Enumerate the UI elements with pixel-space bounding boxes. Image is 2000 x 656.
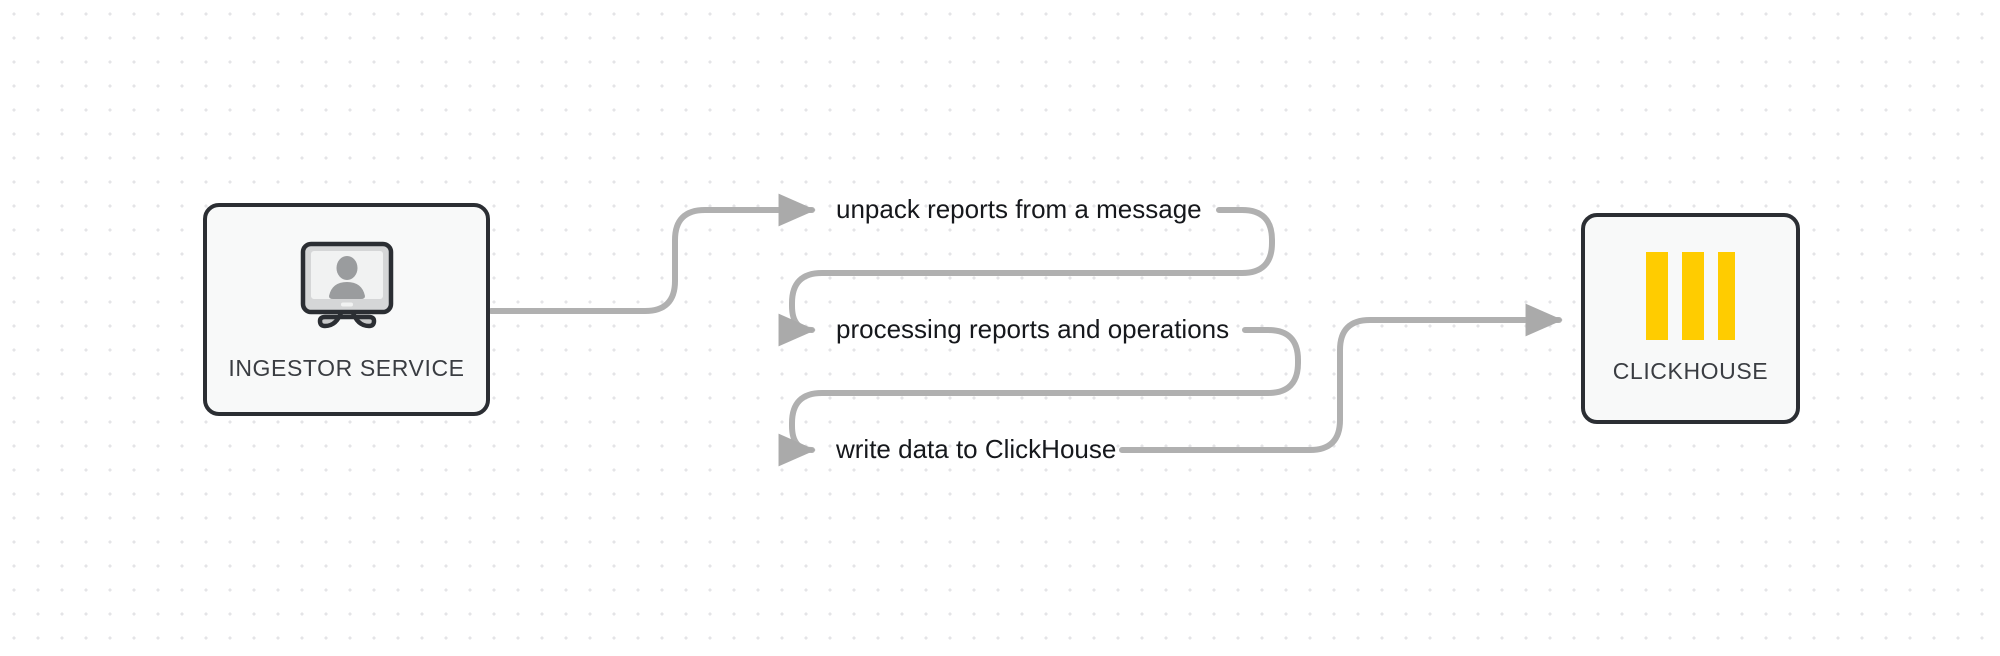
clickhouse-bar-3	[1718, 252, 1735, 340]
edge-path-1	[778, 207, 1275, 347]
edge-label-write-data: write data to ClickHouse	[836, 434, 1117, 464]
node-clickhouse-label: CLICKHOUSE	[1612, 358, 1769, 384]
clickhouse-bar-2	[1682, 252, 1704, 340]
node-clickhouse[interactable]: CLICKHOUSE	[1581, 213, 1800, 424]
node-ingestor-service[interactable]: INGESTOR SERVICE	[203, 203, 490, 416]
edge-path-0	[488, 193, 816, 314]
clickhouse-bars-icon	[1646, 252, 1735, 340]
clickhouse-bar-1	[1646, 252, 1668, 340]
edge-path-2	[778, 327, 1301, 467]
node-ingestor-service-label: INGESTOR SERVICE	[228, 354, 465, 381]
monitor-user-icon	[295, 238, 399, 339]
edge-label-processing-reports: processing reports and operations	[836, 314, 1230, 344]
edge-label-unpack-reports: unpack reports from a message	[836, 194, 1202, 224]
